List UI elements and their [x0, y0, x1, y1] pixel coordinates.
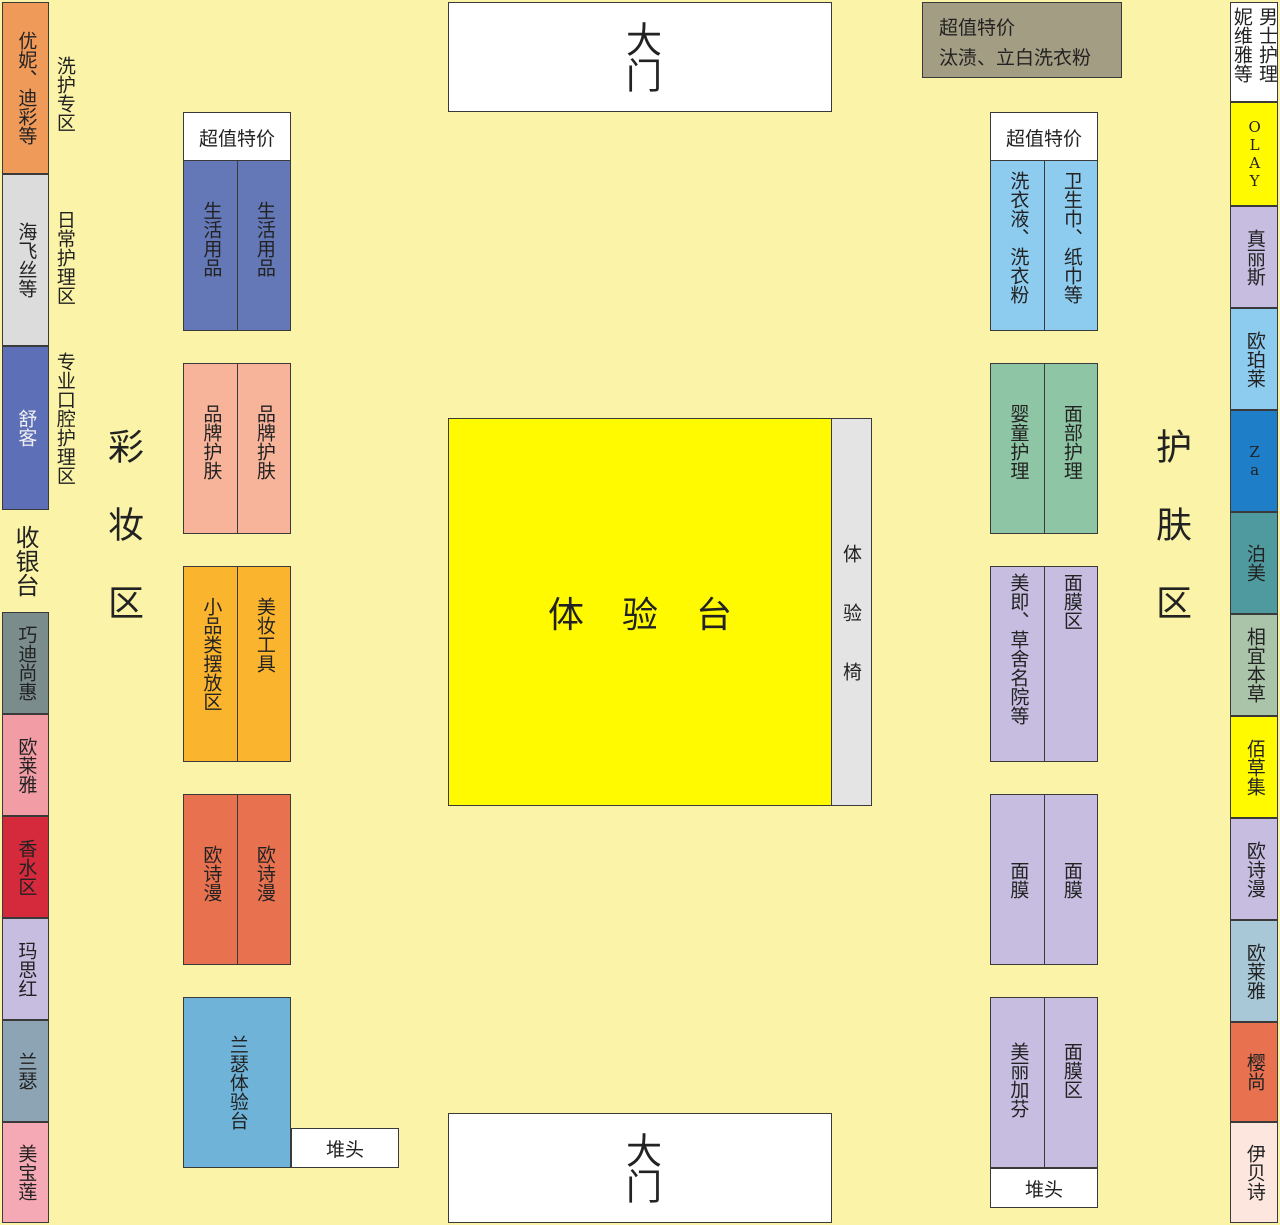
left-wall-2: 海飞丝等 — [2, 174, 49, 346]
zone-makeup-label: 彩妆区 — [102, 428, 143, 662]
left-wall-1: 优妮、迪彩等 — [2, 2, 49, 174]
right-shelf-4: 面膜 面膜 — [990, 794, 1098, 965]
left-label-oral: 专业口腔护理区 — [53, 352, 76, 485]
left-shelf-3: 小品类摆放区 美妆工具 — [183, 566, 291, 762]
left-shelf-2: 品牌护肤 品牌护肤 — [183, 363, 291, 534]
gate-bottom: 大门 — [448, 1113, 832, 1223]
right-shelf-header: 超值特价 — [990, 112, 1098, 162]
left-wall-6: 欧莱雅 — [2, 714, 49, 816]
right-wall-8: 佰草集 — [1230, 716, 1278, 818]
left-label-daily: 日常护理区 — [53, 210, 76, 305]
left-wall-7: 香水区 — [2, 816, 49, 918]
experience-table: 体验台 — [448, 418, 832, 806]
left-wall-5: 巧迪尚惠 — [2, 612, 49, 714]
right-endcap: 堆头 — [990, 1168, 1098, 1208]
left-wall-10: 美宝莲 — [2, 1122, 49, 1223]
right-wall-2: OLAY — [1230, 102, 1278, 206]
left-shelf-1: 生活用品 生活用品 — [183, 160, 291, 331]
left-wall-8: 玛思红 — [2, 918, 49, 1020]
right-shelf-1: 洗衣液、洗衣粉 卫生巾、纸巾等 — [990, 160, 1098, 331]
left-shelf-header: 超值特价 — [183, 112, 291, 162]
right-wall-5: Za — [1230, 410, 1278, 512]
right-wall-4: 欧珀莱 — [1230, 308, 1278, 410]
left-wall-9: 兰瑟 — [2, 1020, 49, 1122]
zone-skincare-label: 护肤区 — [1150, 428, 1191, 662]
right-wall-men: 妮维雅等 男士护理 — [1230, 2, 1278, 102]
left-endcap: 堆头 — [291, 1128, 399, 1168]
right-wall-6: 泊美 — [1230, 512, 1278, 614]
right-shelf-3: 美即、草舍名院等 面膜区 — [990, 566, 1098, 762]
gate-bottom-label: 大门 — [620, 1132, 661, 1204]
left-wall-3: 舒客 — [2, 346, 49, 510]
right-shelf-5: 美丽加芬 面膜区 — [990, 997, 1098, 1168]
gate-top: 大门 — [448, 2, 832, 112]
right-wall-7: 相宜本草 — [1230, 614, 1278, 716]
right-shelf-2: 婴童护理 面部护理 — [990, 363, 1098, 534]
promo-detail: 汰渍、立白洗衣粉 — [939, 47, 1092, 69]
right-wall-12: 伊贝诗 — [1230, 1122, 1278, 1223]
left-shelf-4: 欧诗漫 欧诗漫 — [183, 794, 291, 965]
right-wall-9: 欧诗漫 — [1230, 818, 1278, 920]
promo-top-right: 超值特价 汰渍、立白洗衣粉 — [922, 2, 1122, 78]
right-wall-3: 真丽斯 — [1230, 206, 1278, 308]
right-wall-10: 欧莱雅 — [1230, 920, 1278, 1022]
right-wall-11: 樱尚 — [1230, 1022, 1278, 1122]
experience-chair: 体验椅 — [831, 418, 872, 806]
gate-top-label: 大门 — [620, 21, 661, 93]
left-label-wash: 洗护专区 — [53, 56, 76, 132]
left-shelf-5: 兰瑟体验台 — [183, 997, 291, 1168]
cashier: 收银台 — [11, 525, 39, 597]
promo-title: 超值特价 — [939, 17, 1016, 39]
